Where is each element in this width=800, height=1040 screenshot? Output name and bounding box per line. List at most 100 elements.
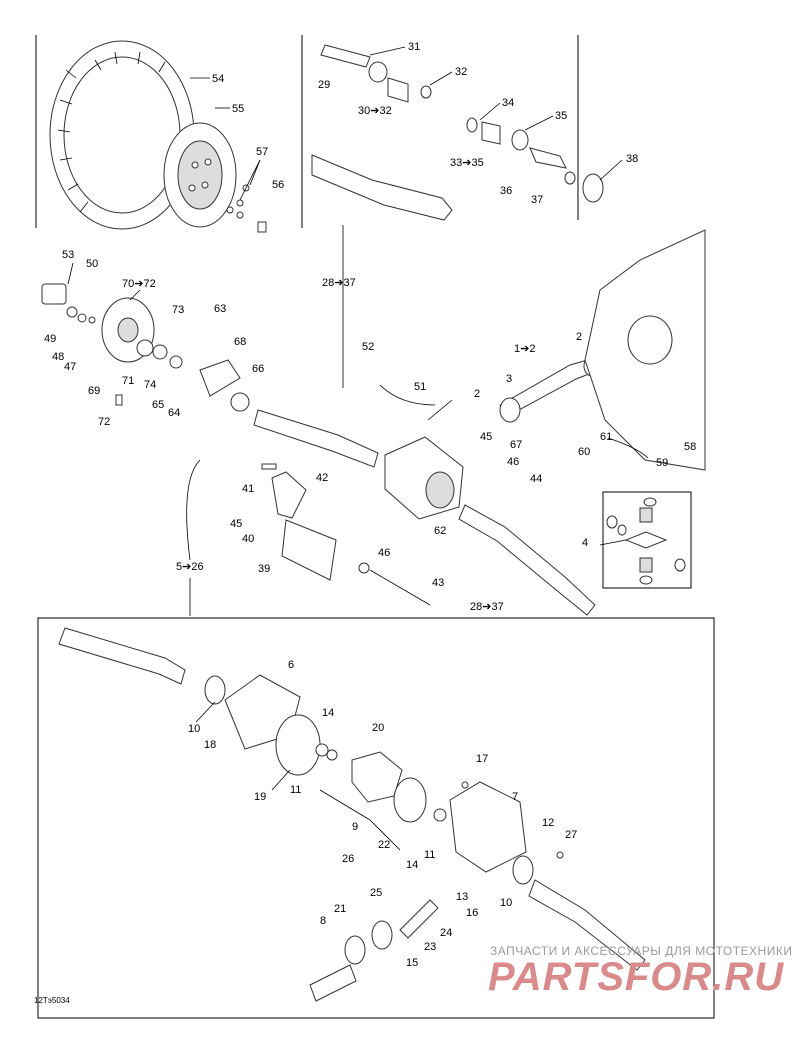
callout-11-upper: 11 bbox=[290, 784, 301, 796]
section-frames bbox=[35, 35, 715, 1019]
callout-18: 18 bbox=[204, 739, 216, 751]
callout-17: 17 bbox=[476, 753, 488, 765]
callout-39: 39 bbox=[258, 563, 270, 575]
callout-71: 71 bbox=[122, 375, 134, 387]
callout-54: 54 bbox=[212, 73, 224, 85]
callout-46-upper: 46 bbox=[507, 456, 519, 468]
callout-45-upper: 45 bbox=[480, 431, 492, 443]
callout-24: 24 bbox=[440, 927, 452, 939]
callout-56: 56 bbox=[272, 179, 284, 191]
callout-4: 4 bbox=[582, 537, 588, 549]
callout-72: 72 bbox=[98, 416, 110, 428]
callout-37: 37 bbox=[531, 194, 543, 206]
tire-part bbox=[49, 40, 195, 230]
callout-15: 15 bbox=[406, 957, 418, 969]
callout-14-upper: 14 bbox=[322, 707, 334, 719]
differential-detail-frame bbox=[37, 617, 715, 1019]
hub-knuckle-assembly bbox=[41, 283, 250, 412]
callout-10-right: 10 bbox=[500, 897, 512, 909]
callout-8: 8 bbox=[320, 915, 326, 927]
callout-47: 47 bbox=[64, 361, 76, 373]
callout-2-upper: 2 bbox=[576, 331, 582, 343]
callout-13: 13 bbox=[456, 891, 468, 903]
callout-30-32: 30➔32 bbox=[358, 105, 392, 117]
callout-27: 27 bbox=[565, 829, 577, 841]
callout-11-lower: 11 bbox=[424, 849, 435, 861]
watermark-logo: PARTSFOR.RU bbox=[488, 955, 785, 999]
callout-43: 43 bbox=[432, 577, 444, 589]
callout-69: 69 bbox=[88, 385, 100, 397]
callout-62: 62 bbox=[434, 525, 446, 537]
callout-23: 23 bbox=[424, 941, 436, 953]
callout-29: 29 bbox=[318, 79, 330, 91]
callout-51: 51 bbox=[414, 381, 426, 393]
callout-58: 58 bbox=[684, 441, 696, 453]
callout-26: 26 bbox=[342, 853, 354, 865]
callout-48: 48 bbox=[52, 351, 64, 363]
callout-64: 64 bbox=[168, 407, 180, 419]
callout-44: 44 bbox=[530, 473, 542, 485]
callout-74: 74 bbox=[144, 379, 156, 391]
callout-20: 20 bbox=[372, 722, 384, 734]
callout-41: 41 bbox=[242, 483, 254, 495]
callout-32: 32 bbox=[455, 66, 467, 78]
callout-34: 34 bbox=[502, 97, 514, 109]
callout-7: 7 bbox=[512, 791, 518, 803]
callout-42: 42 bbox=[316, 472, 328, 484]
left-axle-shaft bbox=[253, 409, 379, 468]
callout-33-35: 33➔35 bbox=[450, 157, 484, 169]
callout-63: 63 bbox=[214, 303, 226, 315]
callout-60: 60 bbox=[578, 446, 590, 458]
callout-55: 55 bbox=[232, 103, 244, 115]
callout-52: 52 bbox=[362, 341, 374, 353]
callout-66: 66 bbox=[252, 363, 264, 375]
callout-1-2: 1➔2 bbox=[514, 343, 535, 355]
mount-brackets bbox=[261, 463, 431, 606]
callout-5-26: 5➔26 bbox=[176, 561, 204, 573]
callout-19: 19 bbox=[254, 791, 266, 803]
callout-16: 16 bbox=[466, 907, 478, 919]
reference-code: 12Тэ5034 bbox=[34, 996, 70, 1005]
callout-53: 53 bbox=[62, 249, 74, 261]
callout-49: 49 bbox=[44, 333, 56, 345]
upper-axle-shaft bbox=[311, 44, 604, 221]
callout-22: 22 bbox=[378, 839, 390, 851]
callout-28-37-top: 28➔37 bbox=[322, 277, 356, 289]
callout-67: 67 bbox=[510, 439, 522, 451]
callout-45-lower: 45 bbox=[230, 518, 242, 530]
callout-57: 57 bbox=[256, 146, 268, 158]
callout-38: 38 bbox=[626, 153, 638, 165]
callout-73: 73 bbox=[172, 304, 184, 316]
callout-3: 3 bbox=[506, 373, 512, 385]
callout-14-lower: 14 bbox=[406, 859, 418, 871]
leader-lines bbox=[67, 46, 649, 851]
rim-part bbox=[163, 122, 267, 233]
callout-12: 12 bbox=[542, 817, 554, 829]
callout-10-left: 10 bbox=[188, 723, 200, 735]
callout-36: 36 bbox=[500, 185, 512, 197]
callout-21: 21 bbox=[334, 903, 346, 915]
diff-detail-parts bbox=[58, 627, 646, 1002]
u-joint-detail bbox=[606, 497, 686, 585]
callout-2-lower: 2 bbox=[474, 388, 480, 400]
callout-28-37-lower: 28➔37 bbox=[470, 601, 504, 613]
callout-46-lower: 46 bbox=[378, 547, 390, 559]
differential-housing bbox=[384, 436, 464, 520]
callout-68: 68 bbox=[234, 336, 246, 348]
callout-50: 50 bbox=[86, 258, 98, 270]
callout-40: 40 bbox=[242, 533, 254, 545]
callout-61: 61 bbox=[600, 431, 612, 443]
callout-6: 6 bbox=[288, 659, 294, 671]
callout-31: 31 bbox=[408, 41, 420, 53]
u-joint-detail-frame bbox=[602, 491, 692, 589]
engine-housing bbox=[584, 229, 706, 471]
right-axle-shaft bbox=[458, 504, 596, 616]
callout-70-72: 70➔72 bbox=[122, 278, 156, 290]
callout-35: 35 bbox=[555, 110, 567, 122]
callout-9: 9 bbox=[352, 821, 358, 833]
callout-labels: 54 55 57 56 31 29 32 30➔32 34 35 33➔35 3… bbox=[44, 41, 696, 969]
watermark-tagline: ЗАПЧАСТИ И АКСЕССУАРЫ ДЛЯ МОТОТЕХНИКИ bbox=[490, 944, 793, 958]
callout-65: 65 bbox=[152, 399, 164, 411]
